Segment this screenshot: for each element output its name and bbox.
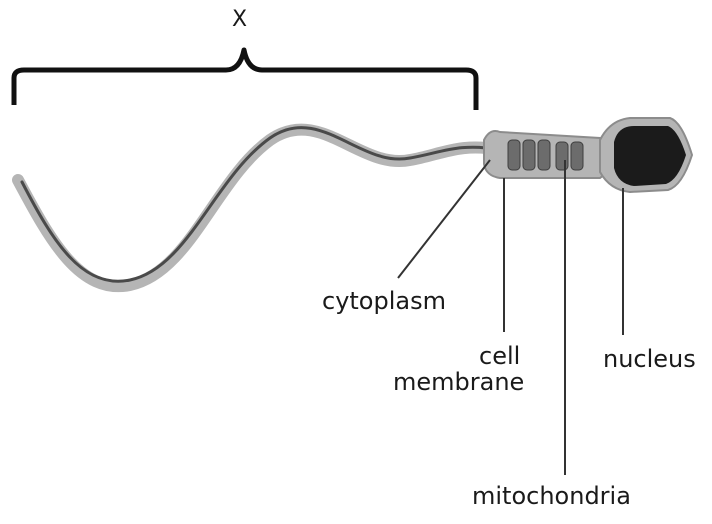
cell-membrane-label: cell membrane [445, 343, 575, 396]
nucleus-label: nucleus [603, 346, 696, 372]
cytoplasm-label: cytoplasm [322, 288, 446, 314]
mitochondria-label: mitochondria [472, 483, 631, 509]
cell-membrane-label-line2: membrane [393, 369, 575, 395]
cell-membrane-label-line1: cell [445, 343, 575, 369]
cytoplasm-leader-line [398, 160, 490, 278]
bracket-label-x: X [232, 8, 247, 32]
mitochondria-coils [508, 140, 583, 170]
nucleus-shape [614, 126, 686, 186]
tail-bracket [14, 50, 476, 110]
